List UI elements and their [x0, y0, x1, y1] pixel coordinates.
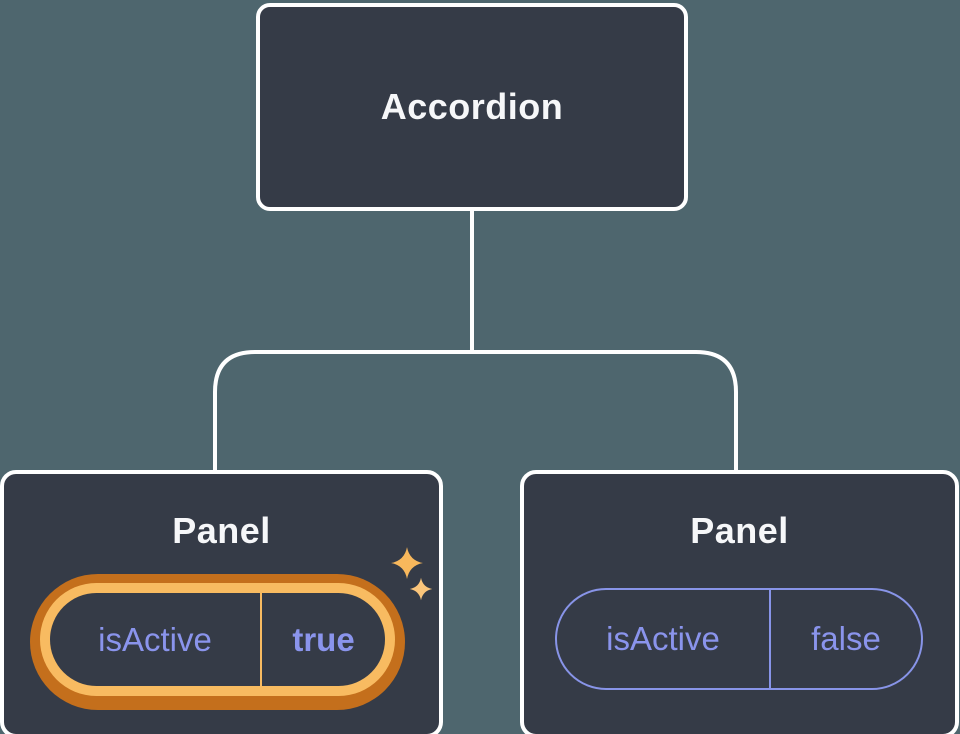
component-node-accordion: Accordion — [256, 3, 688, 211]
component-label: Accordion — [380, 86, 564, 127]
component-node-panel-active: Panel isActive true — [0, 470, 443, 734]
sparkle-icon — [409, 577, 433, 601]
state-pill: isActive true — [50, 593, 385, 686]
component-label: Panel — [690, 510, 789, 551]
state-value: true — [292, 620, 355, 658]
state-pill-highlight-ring: isActive true — [30, 574, 405, 710]
state-pill-highlight-ring-inner: isActive true — [40, 583, 395, 696]
component-label: Panel — [172, 510, 271, 551]
sparkle-icon — [391, 547, 423, 579]
state-pill-divider — [260, 593, 262, 686]
component-node-panel-inactive: Panel isActive false — [520, 470, 959, 734]
state-key: isActive — [98, 620, 212, 658]
state-key: isActive — [606, 620, 720, 657]
state-value: false — [811, 620, 881, 657]
state-pill: isActive false — [555, 588, 923, 690]
state-pill-divider — [769, 590, 771, 688]
